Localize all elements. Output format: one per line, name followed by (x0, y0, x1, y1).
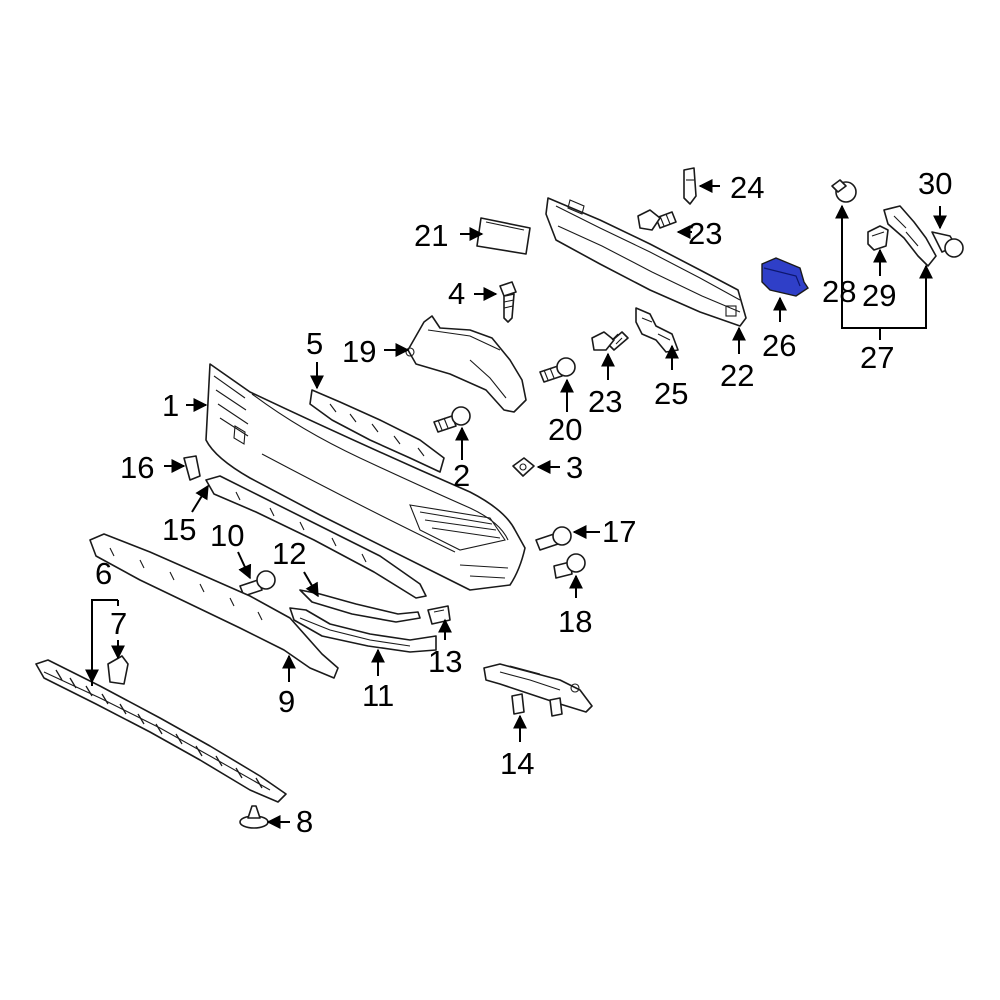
callout-2: 2 (453, 458, 470, 493)
callout-29: 29 (862, 278, 896, 313)
callout-7: 7 (110, 606, 127, 641)
part-23-bolt-lower[interactable] (591, 331, 629, 351)
part-10-bolt[interactable] (239, 570, 276, 597)
part-1-bumper-cover[interactable] (205, 363, 526, 591)
part-20-bolt[interactable] (539, 357, 576, 383)
part-12-strip[interactable] (299, 589, 421, 623)
callout-9: 9 (278, 684, 295, 719)
callout-1: 1 (162, 388, 179, 423)
leader-lines (85, 179, 947, 829)
callout-18: 18 (558, 604, 592, 639)
callout-30: 30 (918, 166, 952, 201)
callout-6: 6 (95, 556, 112, 591)
callout-22: 22 (720, 358, 754, 393)
callout-20: 20 (548, 412, 582, 447)
callout-labels: 1 2 3 4 5 6 7 8 9 10 11 12 13 14 15 16 1… (95, 166, 952, 839)
callout-17: 17 (602, 514, 636, 549)
part-16-clip[interactable] (183, 455, 201, 481)
callout-11: 11 (362, 678, 394, 713)
part-18-bolt[interactable] (553, 553, 586, 579)
callout-4: 4 (448, 276, 465, 311)
part-14-bracket[interactable] (483, 663, 593, 717)
part-19-side-bracket[interactable] (405, 315, 527, 413)
part-17-bolt[interactable] (535, 526, 572, 551)
part-26-module-highlighted[interactable] (761, 257, 809, 297)
part-5-bracket[interactable] (309, 389, 445, 473)
callout-10: 10 (210, 518, 244, 553)
callout-13: 13 (428, 644, 462, 679)
callout-16: 16 (120, 450, 154, 485)
part-30-bolt[interactable] (931, 231, 964, 258)
part-24-bracket[interactable] (683, 167, 697, 205)
callout-15: 15 (162, 512, 196, 547)
part-11-strip[interactable] (289, 607, 437, 653)
callout-12: 12 (272, 536, 306, 571)
part-29-retainer[interactable] (867, 225, 889, 251)
callout-14: 14 (500, 746, 534, 781)
part-3-clip-nut[interactable] (512, 457, 535, 477)
callout-23-lower: 23 (588, 384, 622, 419)
part-15-trim-strip[interactable] (205, 475, 427, 599)
part-4-bolt[interactable] (499, 281, 517, 323)
callout-26: 26 (762, 328, 796, 363)
callout-28: 28 (822, 274, 856, 309)
part-7-clip[interactable] (107, 655, 129, 685)
callout-23-upper: 23 (688, 216, 722, 251)
part-2-bolt[interactable] (433, 406, 471, 433)
part-6-lower-panel[interactable] (35, 659, 287, 803)
part-28-clip[interactable] (831, 179, 857, 203)
callout-3: 3 (566, 450, 583, 485)
part-22-reinforcement[interactable] (545, 197, 747, 327)
part-27-bracket-assembly[interactable] (883, 205, 937, 267)
part-8-fastener[interactable] (239, 805, 269, 829)
part-13-bracket[interactable] (427, 605, 451, 625)
part-21-plate[interactable] (476, 217, 531, 255)
callout-21: 21 (414, 218, 448, 253)
callout-5: 5 (306, 326, 323, 361)
part-9-skid-strip[interactable] (89, 533, 339, 679)
callout-24: 24 (730, 170, 764, 205)
callout-19: 19 (342, 334, 376, 369)
part-25-bracket[interactable] (635, 307, 679, 353)
callout-8: 8 (296, 804, 313, 839)
part-23-bolt-upper[interactable] (637, 209, 677, 231)
callout-25: 25 (654, 376, 688, 411)
callout-27: 27 (860, 340, 894, 375)
